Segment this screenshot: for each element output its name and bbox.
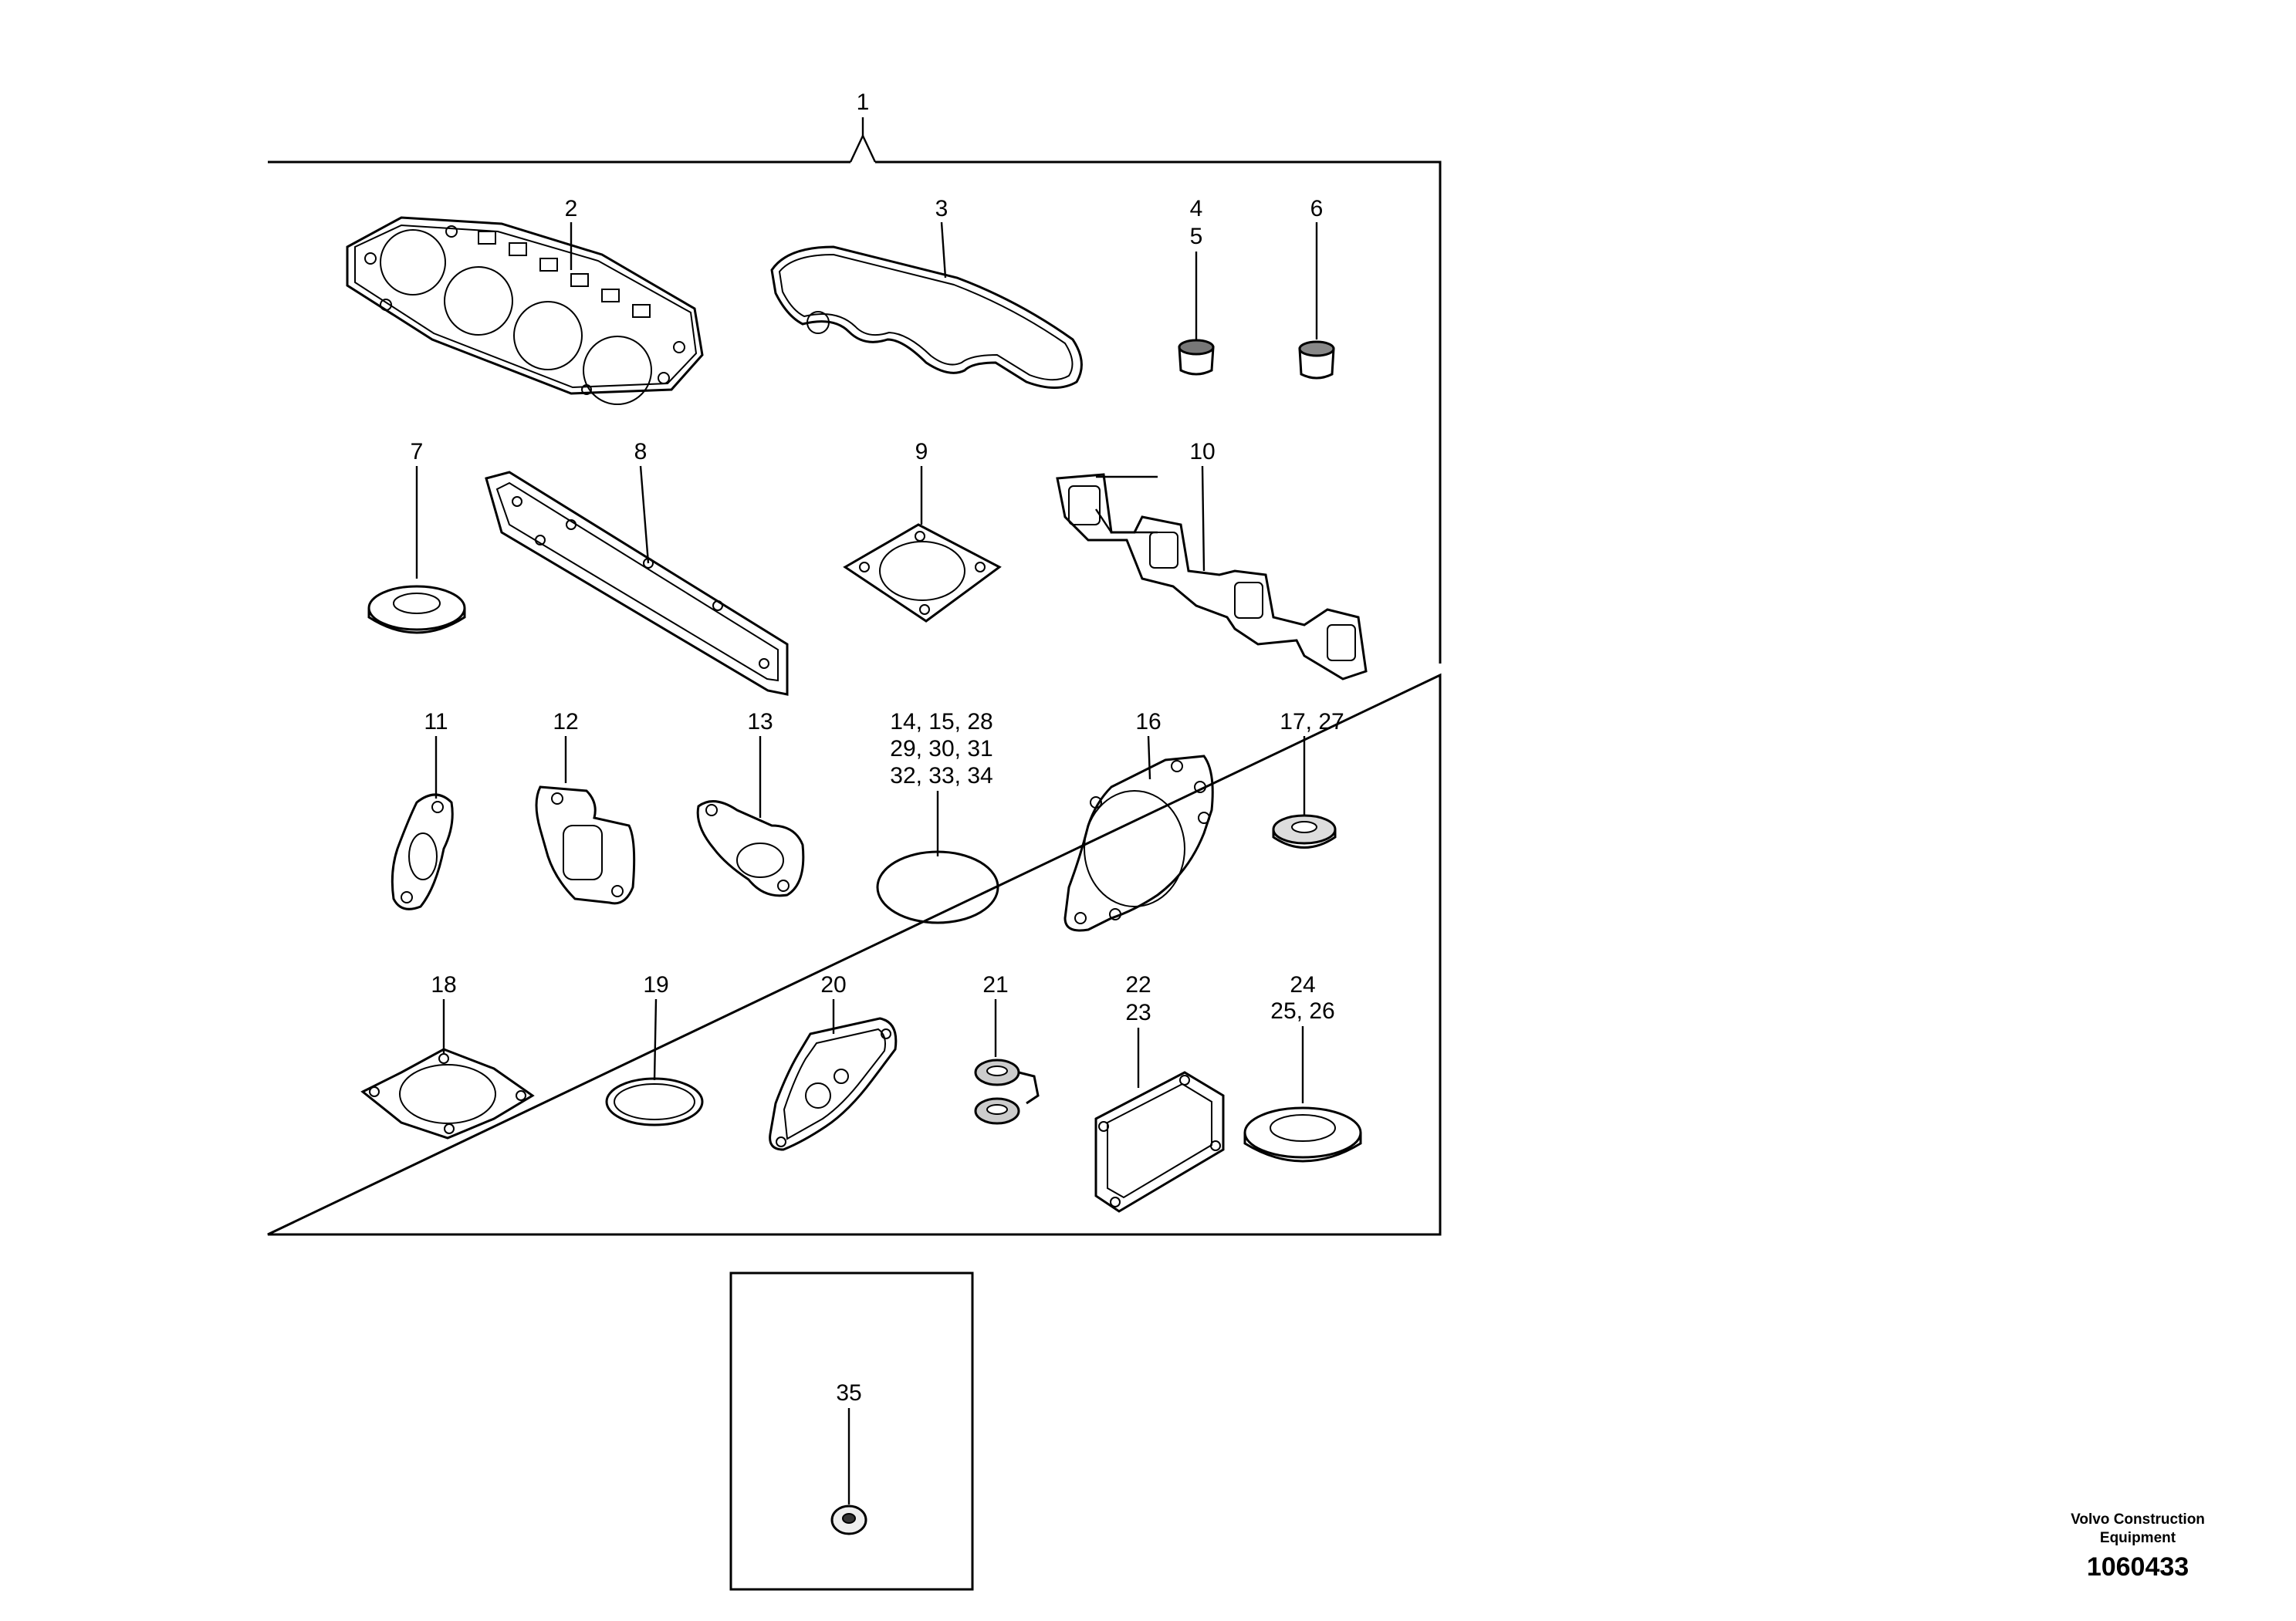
part-18-flange-gasket: 18 <box>360 972 535 1140</box>
callout-13: 13 <box>747 709 773 735</box>
kit-frame <box>267 160 1442 1236</box>
callout-2: 2 <box>565 196 578 221</box>
document-number: 1060433 <box>2086 1552 2189 1582</box>
part-2-head-gasket: 2 <box>346 196 704 405</box>
callout-23: 23 <box>1125 1000 1151 1025</box>
separate-part-frame <box>729 1271 974 1591</box>
part-16-pump-gasket: 16 <box>1063 709 1214 932</box>
part-11-gasket: 11 <box>391 709 454 910</box>
part-21-washer: 21 <box>974 972 1040 1125</box>
part-6-valve-seal: 6 <box>1298 196 1335 380</box>
part-8-manifold-gasket: 8 <box>485 439 789 696</box>
part-17-washer: 17, 27 <box>1272 709 1344 849</box>
brand-line-1: Volvo Construction <box>2071 1511 2205 1528</box>
callout-14-row2: 29, 30, 31 <box>890 736 992 762</box>
kit-bracket: 1 <box>849 89 877 163</box>
callout-20: 20 <box>820 972 846 998</box>
callout-7: 7 <box>411 439 424 464</box>
part-20-cover-gasket: 20 <box>769 972 898 1151</box>
callout-21: 21 <box>982 972 1008 998</box>
part-10-exhaust-gasket: 10 <box>1056 439 1368 680</box>
part-22-square-gasket: 22 23 <box>1094 972 1225 1213</box>
callout-17: 17, 27 <box>1280 709 1344 735</box>
callout-6: 6 <box>1310 196 1324 221</box>
part-19-ring: 19 <box>605 972 704 1126</box>
callout-22: 22 <box>1125 972 1151 998</box>
callout-9: 9 <box>915 439 928 464</box>
brand-label: Volvo Construction Equipment <box>2045 1511 2230 1548</box>
callout-24: 24 <box>1290 972 1315 998</box>
part-7-seal-ring: 7 <box>367 439 466 634</box>
callout-35: 35 <box>836 1380 861 1406</box>
part-3-cover-gasket: 3 <box>770 196 1083 389</box>
callout-8: 8 <box>634 439 648 464</box>
part-13-gasket: 13 <box>696 709 805 897</box>
callout-4: 4 <box>1190 196 1203 221</box>
callout-11: 11 <box>424 709 448 735</box>
callout-18: 18 <box>431 972 456 998</box>
part-9-flange-gasket: 9 <box>843 439 1002 623</box>
callout-5: 5 <box>1190 224 1203 249</box>
callout-12: 12 <box>553 709 578 735</box>
callout-3: 3 <box>935 196 948 221</box>
callout-19: 19 <box>643 972 668 998</box>
callout-1: 1 <box>857 89 870 115</box>
callout-25: 25, 26 <box>1270 998 1334 1024</box>
callout-14-row1: 14, 15, 28 <box>890 709 992 735</box>
part-14-oring: 14, 15, 28 29, 30, 31 32, 33, 34 <box>876 709 999 924</box>
part-12-gasket: 12 <box>535 709 636 905</box>
part-35-washer: 35 <box>830 1380 867 1535</box>
brand-line-2: Equipment <box>2099 1530 2176 1546</box>
callout-16: 16 <box>1135 709 1161 735</box>
part-24-seal: 24 25, 26 <box>1243 972 1362 1163</box>
callout-14-row3: 32, 33, 34 <box>890 763 992 789</box>
callout-10: 10 <box>1189 439 1215 464</box>
part-4-5-valve-seal: 4 5 <box>1178 196 1215 376</box>
